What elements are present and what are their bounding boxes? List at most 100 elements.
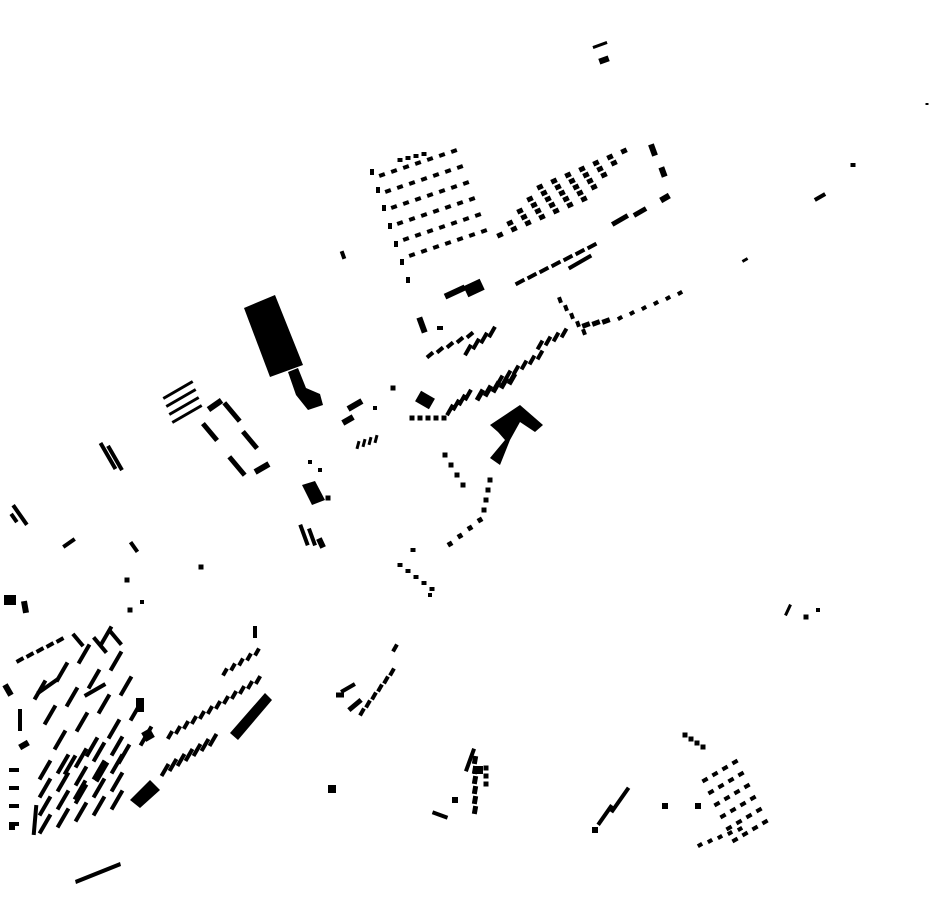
building <box>355 440 361 450</box>
building <box>394 241 398 247</box>
building <box>25 651 35 659</box>
building <box>717 782 725 790</box>
building <box>91 741 107 763</box>
building <box>600 171 608 179</box>
building <box>816 608 820 612</box>
building <box>241 429 259 451</box>
building <box>451 398 461 412</box>
building <box>735 818 743 826</box>
building <box>425 350 435 360</box>
building <box>640 305 648 311</box>
building <box>222 695 230 705</box>
building <box>128 540 140 554</box>
building <box>471 785 479 795</box>
building <box>503 369 513 381</box>
building <box>159 762 171 778</box>
building <box>559 327 569 339</box>
building <box>413 154 419 158</box>
building <box>2 683 14 697</box>
building <box>429 587 435 591</box>
building <box>620 147 628 155</box>
building <box>118 675 134 697</box>
building <box>462 180 470 186</box>
building <box>448 462 454 468</box>
building <box>420 176 428 182</box>
building <box>9 826 15 830</box>
building <box>723 794 731 802</box>
building <box>688 736 694 742</box>
building <box>162 380 194 400</box>
building <box>445 403 455 417</box>
building <box>471 795 479 805</box>
building <box>421 152 427 156</box>
building <box>390 385 396 391</box>
building <box>576 189 584 197</box>
building <box>109 735 125 757</box>
building <box>302 481 325 505</box>
building <box>700 744 706 750</box>
building <box>174 725 182 735</box>
building <box>254 675 262 685</box>
building <box>803 614 809 620</box>
building <box>526 271 538 281</box>
building <box>450 148 458 154</box>
building <box>168 396 200 416</box>
building <box>462 216 470 222</box>
building <box>592 41 608 49</box>
building <box>736 826 744 832</box>
building <box>444 240 452 246</box>
building <box>743 782 751 790</box>
building <box>376 187 380 193</box>
building <box>140 600 144 604</box>
building <box>55 771 71 793</box>
building <box>198 710 206 720</box>
building <box>435 345 445 355</box>
building <box>130 780 160 808</box>
building <box>347 697 363 713</box>
building <box>414 196 422 202</box>
building <box>751 824 759 832</box>
building <box>198 564 204 570</box>
building <box>340 682 356 694</box>
building <box>9 768 19 772</box>
building <box>719 812 727 820</box>
building <box>535 339 545 351</box>
building <box>480 228 488 234</box>
building <box>182 720 190 730</box>
building <box>616 315 624 321</box>
building <box>421 581 427 585</box>
building <box>701 776 709 784</box>
building <box>510 225 518 233</box>
building <box>409 415 415 421</box>
building <box>445 340 455 350</box>
building <box>9 822 19 826</box>
building <box>483 773 489 779</box>
building <box>107 628 123 646</box>
building <box>550 177 558 185</box>
building <box>18 709 22 731</box>
building <box>31 804 39 836</box>
building <box>96 693 112 715</box>
building <box>596 165 604 173</box>
building <box>388 667 396 677</box>
building <box>37 777 53 799</box>
building <box>473 766 483 774</box>
building <box>397 158 403 162</box>
building <box>346 398 364 412</box>
building <box>443 284 467 300</box>
building <box>557 296 563 304</box>
building <box>370 691 378 701</box>
building <box>390 204 398 210</box>
building <box>37 759 53 781</box>
building <box>246 680 254 690</box>
building <box>471 337 481 351</box>
building <box>288 368 323 410</box>
building <box>432 208 440 214</box>
building <box>64 686 80 708</box>
building <box>83 682 107 698</box>
building <box>506 219 514 227</box>
building <box>538 265 550 275</box>
building <box>652 300 660 306</box>
building <box>9 804 19 808</box>
building <box>86 668 102 690</box>
